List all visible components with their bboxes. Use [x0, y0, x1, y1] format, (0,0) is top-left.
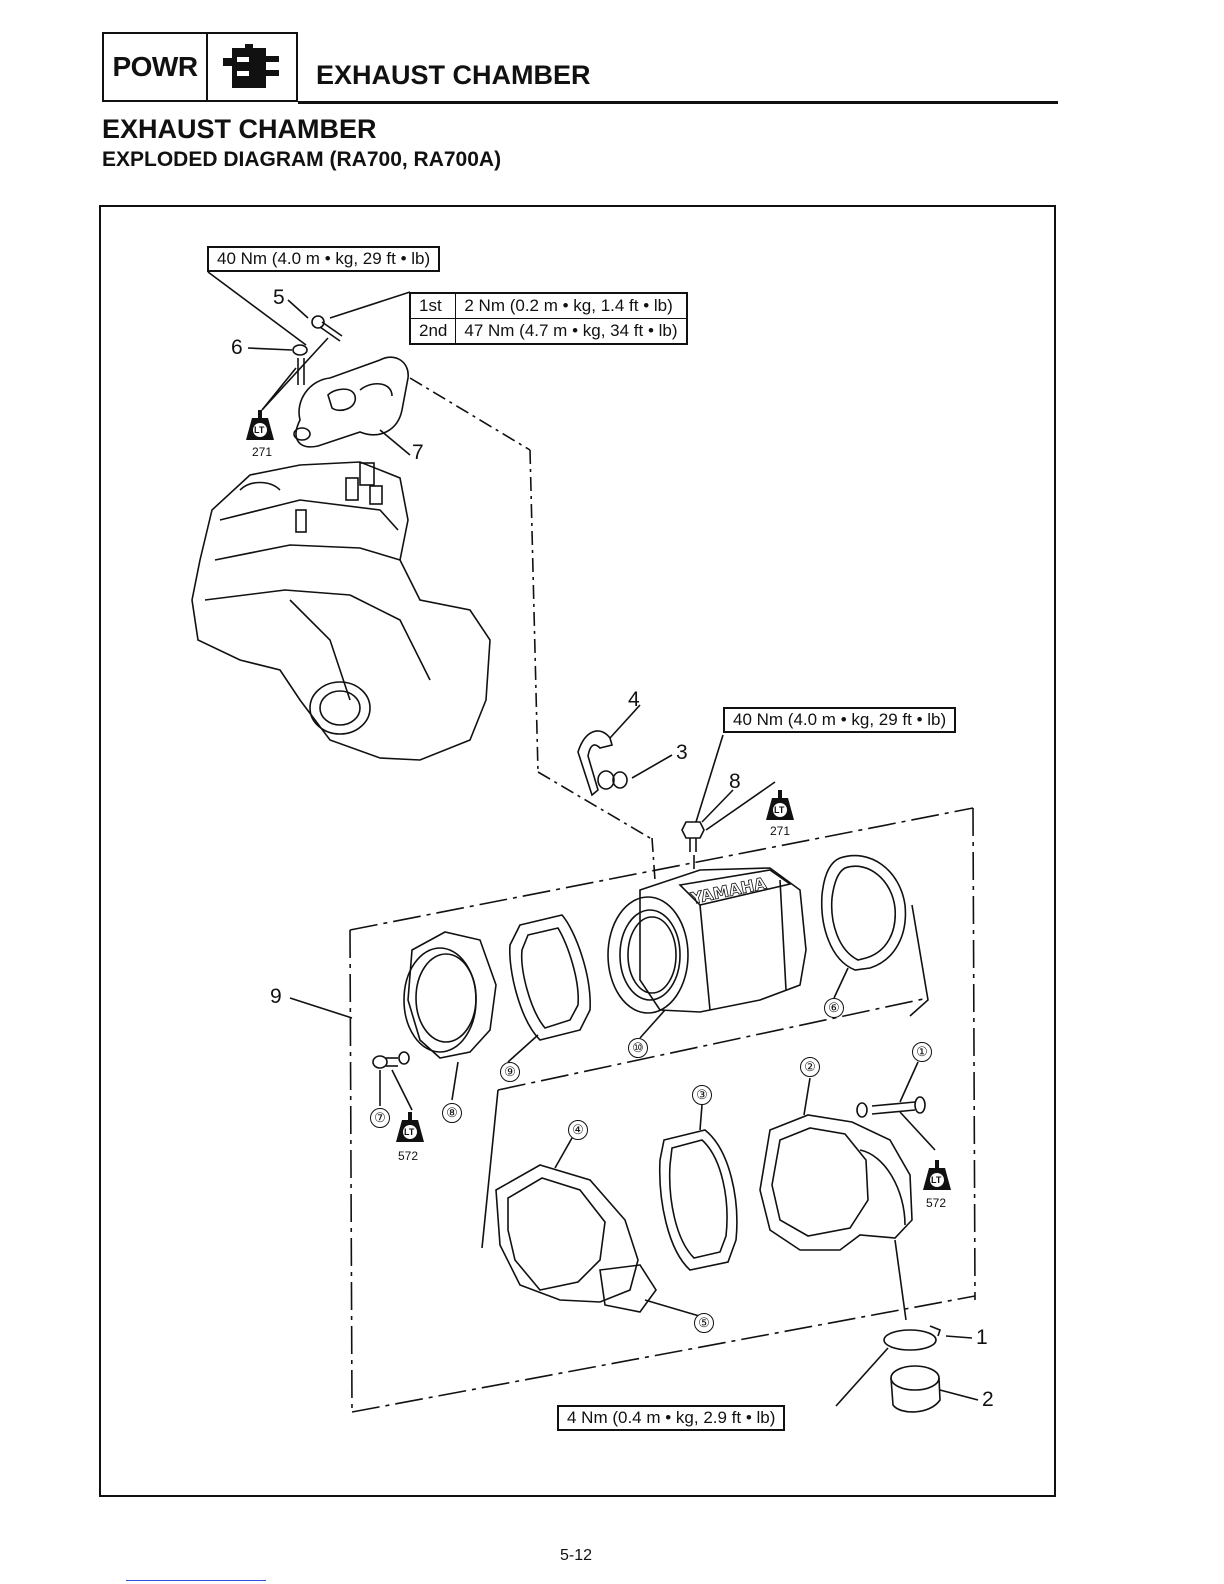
torque-spec-hose-clamp: 4 Nm (0.4 m • kg, 2.9 ft • lb): [557, 1405, 786, 1431]
chamber-bolt-8: [681, 734, 776, 852]
callout-3: 3: [676, 741, 688, 764]
washer-6: [292, 344, 308, 385]
section-code: POWR: [104, 34, 208, 100]
circled-ref-7: ⑦: [370, 1108, 390, 1128]
callout-8: 8: [729, 770, 741, 793]
hose-clamp-1: [883, 1325, 973, 1351]
page-title: EXHAUST CHAMBER: [102, 114, 377, 144]
torque-stage-label: 1st: [409, 292, 457, 319]
callout-4: 4: [628, 688, 640, 711]
callout-7: 7: [412, 441, 424, 464]
circled-ref-5: ⑤: [694, 1313, 714, 1333]
loctite-icon-label: LT: [254, 425, 265, 435]
circled-ref-6: ⑥: [824, 998, 844, 1018]
gasket-9: [508, 914, 591, 1041]
loctite-icon-label: LT: [774, 805, 785, 815]
bolt-7: [372, 1051, 413, 1111]
exhaust-chamber-10: [607, 867, 807, 1014]
yamaha-logo: YAMAHA: [688, 873, 768, 908]
callout-5: 5: [273, 286, 285, 309]
loctite-code: 572: [398, 1149, 419, 1163]
leader-line: [207, 271, 307, 346]
circled-ref-10: ⑩: [628, 1038, 648, 1058]
header-title: EXHAUST CHAMBER: [316, 60, 591, 90]
page-number: 5-12: [560, 1547, 593, 1564]
callout-6: 6: [231, 336, 243, 359]
circled-ref-4: ④: [568, 1120, 588, 1140]
diagram-frame: [99, 205, 1056, 1497]
torque-spec-chamber-bolt: 40 Nm (4.0 m • kg, 29 ft • lb): [723, 707, 957, 733]
gasket-6: [820, 854, 907, 971]
circled-ref-1: ①: [912, 1042, 932, 1062]
torque-spec-manifold-bolt: 40 Nm (4.0 m • kg, 29 ft • lb): [207, 246, 441, 272]
torque-stage-row: 1st 2 Nm (0.2 m • kg, 1.4 ft • lb): [409, 292, 688, 319]
hose-2: [890, 1365, 979, 1413]
loctite-icon-label: LT: [931, 1175, 942, 1185]
footer-divider: [126, 1580, 266, 1581]
circled-ref-9: ⑨: [500, 1062, 520, 1082]
outlet-cover-part-8: [403, 931, 497, 1059]
manifold-bolt-5: [311, 315, 343, 342]
gasket-3: [658, 1129, 738, 1271]
circled-ref-8: ⑧: [442, 1103, 462, 1123]
loctite-icon: [396, 1112, 424, 1142]
callout-9: 9: [270, 985, 282, 1008]
loctite-code: 271: [252, 445, 273, 459]
loctite-icon: [923, 1160, 951, 1190]
callout-1: 1: [976, 1326, 988, 1349]
loctite-code: 271: [770, 824, 791, 838]
hose-4: [577, 730, 613, 797]
circled-ref-3: ③: [692, 1085, 712, 1105]
torque-stage-value: 47 Nm (4.7 m • kg, 34 ft • lb): [455, 318, 688, 345]
torque-stage-label: 2nd: [409, 318, 457, 345]
engine-block: [191, 461, 491, 761]
loctite-icon: [246, 410, 274, 440]
chamber-cover-2: [759, 1077, 913, 1251]
header-rule: [298, 101, 1058, 104]
torque-spec-manifold-stages: 1st 2 Nm (0.2 m • kg, 1.4 ft • lb) 2nd 4…: [409, 292, 688, 345]
loctite-icon: [766, 790, 794, 820]
loctite-icon-label: LT: [404, 1127, 415, 1137]
engine-icon: [208, 34, 296, 100]
page-subtitle: EXPLODED DIAGRAM (RA700, RA700A): [102, 148, 502, 171]
callout-2: 2: [982, 1388, 994, 1411]
outlet-elbow-4: [495, 1137, 657, 1313]
torque-stage-value: 2 Nm (0.2 m • kg, 1.4 ft • lb): [455, 292, 688, 319]
cover-bolt-1: [856, 1061, 936, 1151]
loctite-code: 572: [926, 1196, 947, 1210]
torque-stage-row: 2nd 47 Nm (4.7 m • kg, 34 ft • lb): [409, 318, 688, 345]
circled-ref-2: ②: [800, 1057, 820, 1077]
section-badge: POWR: [102, 32, 298, 102]
exhaust-manifold-7: [295, 356, 409, 448]
